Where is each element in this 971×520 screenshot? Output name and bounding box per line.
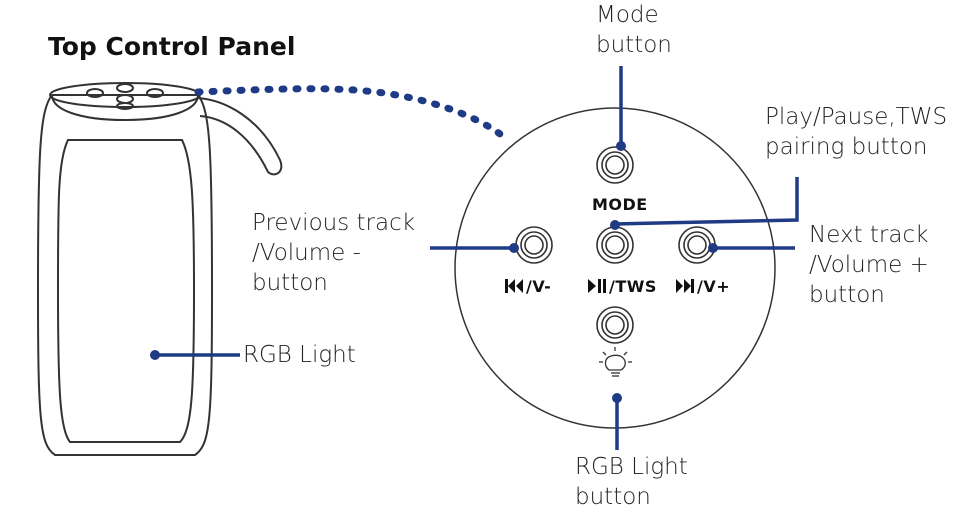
play-pause-icon — [588, 279, 606, 293]
mode-caption: MODE — [592, 195, 648, 214]
next-track-button-label: Next track /Volume + button — [809, 222, 929, 308]
mode-button-label: Mode button — [596, 2, 672, 58]
next-track-icon — [676, 279, 694, 293]
previous-track-icon — [505, 279, 523, 293]
previous-track-button-label: Previous track /Volume - button — [252, 210, 416, 296]
leader-lines — [155, 66, 799, 450]
dotted-leader — [194, 85, 509, 142]
light-button-graphic — [596, 306, 634, 344]
play-pause-button-label: Play/Pause,TWS pairing button — [765, 104, 948, 160]
play-caption: /TWS — [609, 277, 657, 296]
rgb-light-button-label: RGB Light button — [575, 454, 688, 510]
next-caption: /V+ — [697, 277, 731, 296]
mode-button-graphic — [596, 146, 634, 184]
speaker-strap — [197, 97, 283, 176]
rgb-light-label: RGB Light — [243, 342, 356, 368]
panel-buttons — [515, 146, 716, 344]
speaker-body-outline — [36, 94, 214, 456]
speaker — [36, 82, 283, 456]
leader-dots — [150, 141, 718, 403]
light-bulb-icon — [599, 347, 632, 377]
page-title: Top Control Panel — [48, 32, 296, 61]
prev-caption: /V- — [526, 277, 552, 296]
play-leader — [614, 177, 799, 226]
speaker-inner-panel — [56, 139, 196, 443]
control-panel-circle — [454, 107, 776, 429]
play-button-graphic — [596, 226, 634, 264]
prev-button-graphic — [515, 226, 553, 264]
